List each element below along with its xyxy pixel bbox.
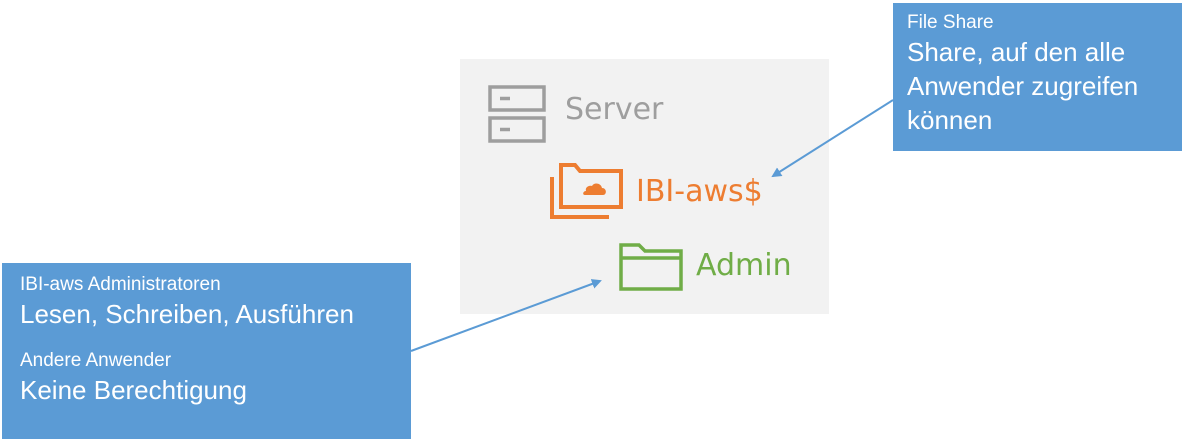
file-share-line: können <box>907 105 993 135</box>
permissions-callout: IBI-aws Administratoren Lesen, Schreiben… <box>2 263 411 439</box>
file-share-callout: File Share Share, auf den alle Anwender … <box>893 3 1182 151</box>
admin-label: Admin <box>696 248 792 283</box>
server-icon <box>488 85 546 143</box>
server-panel <box>460 59 829 314</box>
file-share-line: Anwender zugreifen <box>907 71 1139 101</box>
other-users-heading: Andere Anwender <box>20 350 172 371</box>
admin-group-permissions: Lesen, Schreiben, Ausführen <box>20 299 354 329</box>
admin-group-heading: IBI-aws Administratoren <box>20 274 221 295</box>
cloud-folder-icon <box>550 163 623 219</box>
server-label: Server <box>565 92 664 127</box>
share-label: IBI-aws$ <box>636 174 763 209</box>
other-users-permissions: Keine Berechtigung <box>20 375 247 405</box>
folder-icon <box>619 243 683 291</box>
file-share-line: Share, auf den alle <box>907 37 1126 67</box>
file-share-heading: File Share <box>907 12 994 33</box>
